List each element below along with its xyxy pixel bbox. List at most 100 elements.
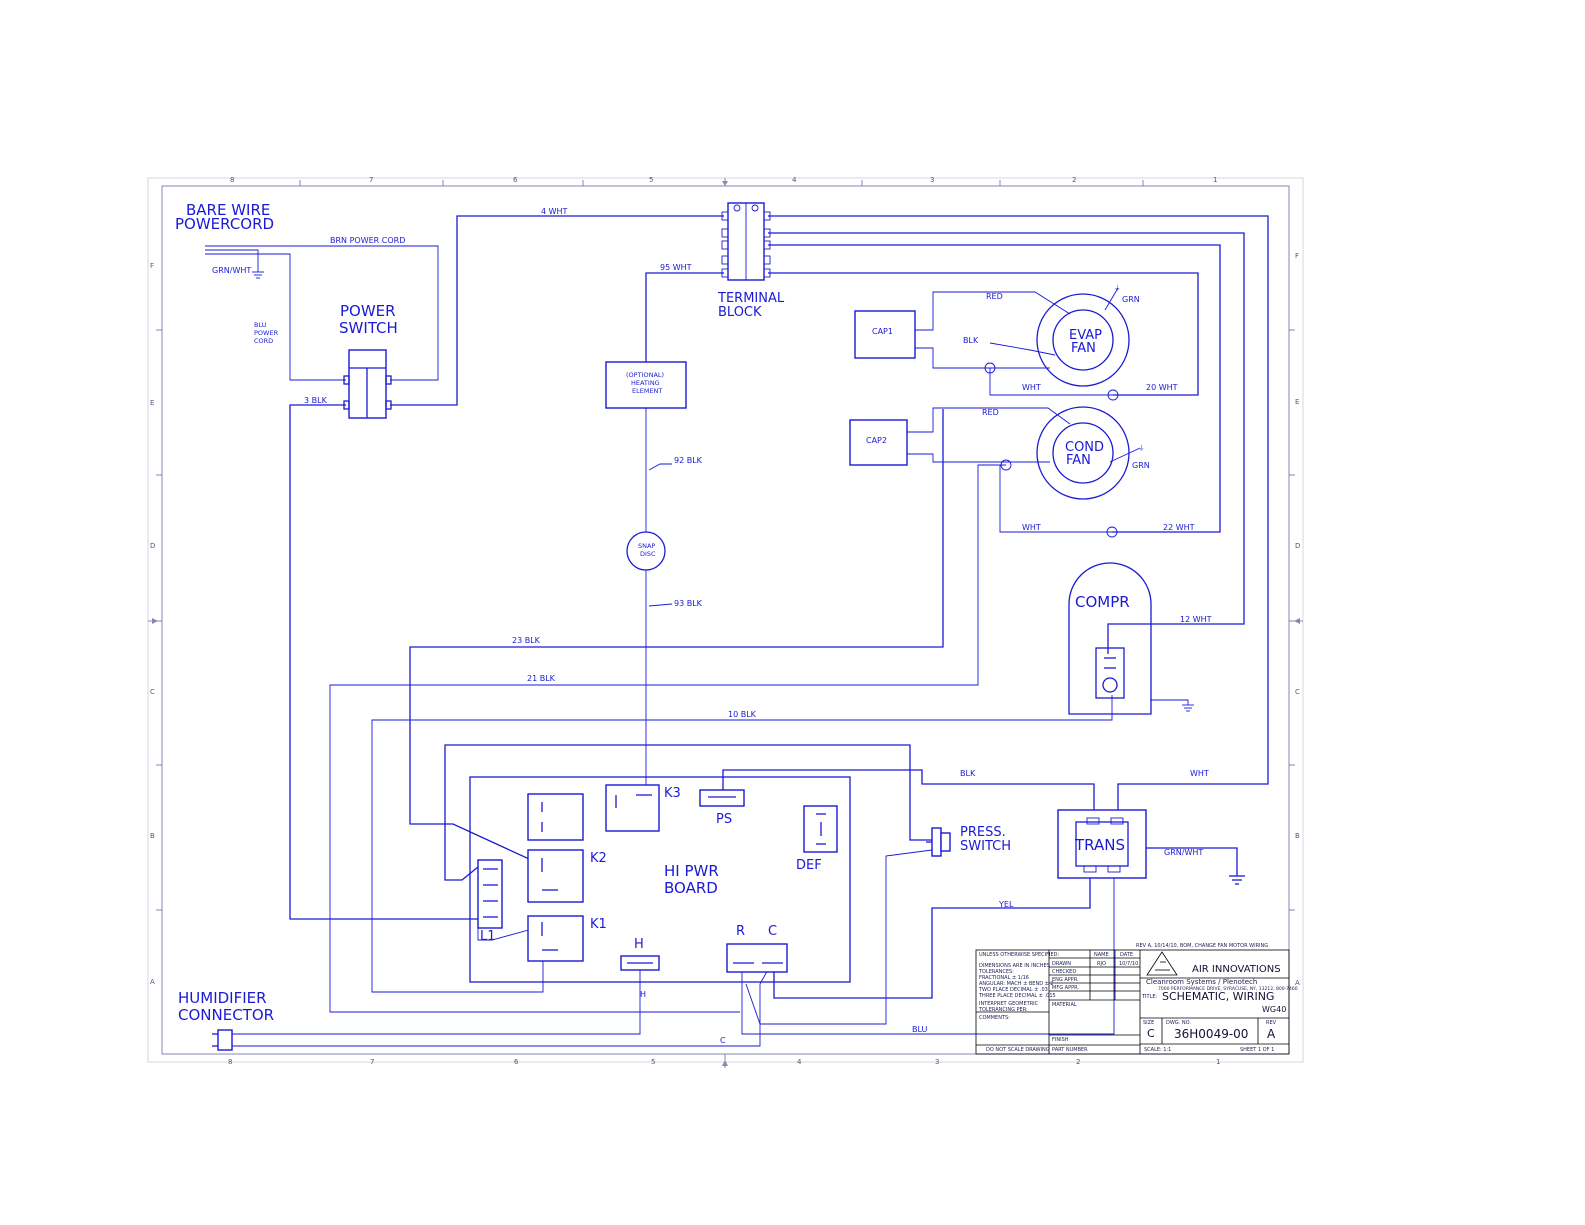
label-r: R <box>736 924 745 939</box>
wire-yel <box>773 878 1091 999</box>
zone-bot-2: 2 <box>1076 1058 1080 1066</box>
tb-finish: FINISH <box>1052 1037 1069 1043</box>
label-red-1: RED <box>986 292 1003 301</box>
zone-right-d: D <box>1295 542 1300 550</box>
tb-size: C <box>1147 1027 1155 1040</box>
wire-grn-wht-trans <box>1146 847 1238 876</box>
zone-top-3: 3 <box>930 176 934 184</box>
label-def: DEF <box>796 858 822 873</box>
tb-dims-4: ANGULAR: MACH ± BEND ± 2 <box>979 981 1054 987</box>
evap-fan-outer <box>1036 293 1130 387</box>
transformer <box>1057 809 1147 879</box>
wire-c <box>218 965 771 1047</box>
label-board: BOARD <box>664 879 718 897</box>
label-heat-1: (OPTIONAL) <box>626 371 664 379</box>
wire-compr-ground <box>1150 699 1189 705</box>
tb-title-lbl: TITLE: <box>1141 994 1158 1000</box>
evap-fan-assembly: ⏚ <box>854 284 1130 401</box>
wires <box>205 215 1269 1047</box>
label-power: POWER <box>340 302 396 320</box>
label-heat-2: HEATING <box>631 379 660 387</box>
label-20-wht: 20 WHT <box>1146 383 1178 392</box>
cap2-box <box>849 419 908 466</box>
tb-title-1: SCHEMATIC, WIRING <box>1162 990 1274 1003</box>
tb-name: NAME <box>1094 952 1109 958</box>
zone-top-6: 6 <box>513 176 518 184</box>
label-k2: K2 <box>590 851 607 866</box>
zone-bot-1: 1 <box>1216 1058 1220 1066</box>
tb-drawn-date: 10/7/10 <box>1119 961 1138 967</box>
tb-comments: COMMENTS: <box>979 1015 1010 1021</box>
label-22-wht: 22 WHT <box>1163 523 1195 532</box>
label-blk-trans: BLK <box>960 769 976 778</box>
label-grn-wht-trans: GRN/WHT <box>1164 848 1203 857</box>
splice-cond-1 <box>1000 459 1012 471</box>
tb-eng-appr: ENG APPR. <box>1052 977 1079 983</box>
label-3-blk: 3 BLK <box>304 396 328 405</box>
label-cap2: CAP2 <box>866 436 887 445</box>
label-k1: K1 <box>590 917 607 932</box>
tb-dims-6: THREE PLACE DECIMAL ± .015 <box>978 993 1056 999</box>
label-h-bot: H <box>640 990 646 999</box>
label-wht-2: WHT <box>1022 523 1041 532</box>
snap-disc-circle <box>626 531 666 571</box>
label-red-2: RED <box>982 408 999 417</box>
label-terminal: TERMINAL <box>717 291 785 306</box>
zone-top-8: 8 <box>230 176 234 184</box>
wire-23-blk <box>409 409 944 865</box>
label-wht-1: WHT <box>1022 383 1041 392</box>
rc-connector <box>726 943 788 973</box>
label-23-blk: 23 BLK <box>512 636 541 645</box>
zone-top-7: 7 <box>369 176 373 184</box>
tb-date: DATE <box>1120 952 1133 958</box>
label-snap-1: SNAP <box>638 542 655 550</box>
zone-left-d: D <box>150 542 155 550</box>
splice-evap-1 <box>984 362 996 374</box>
zone-left-c: C <box>150 688 155 696</box>
cap1-box <box>854 310 916 359</box>
zone-bot-7: 7 <box>370 1058 374 1066</box>
heating-element-box <box>605 361 687 409</box>
label-blu: BLU <box>912 1025 928 1034</box>
wire-brn-power-cord <box>205 245 439 381</box>
zone-left-b: B <box>150 832 155 840</box>
wire-evap-blk <box>989 342 1056 356</box>
splice-evap-2 <box>1107 389 1119 401</box>
label-press-1: PRESS. <box>960 825 1006 840</box>
compressor <box>1068 562 1152 715</box>
tb-dims-2: TOLERANCES: <box>978 969 1014 975</box>
tb-drawn: DRAWN <box>1052 961 1071 967</box>
label-95-wht: 95 WHT <box>660 263 692 272</box>
zone-bot-6: 6 <box>514 1058 519 1066</box>
label-humidifier: HUMIDIFIER <box>178 989 267 1007</box>
tb-dims-5: TWO PLACE DECIMAL ± .03 <box>978 987 1048 993</box>
wire-4-wht <box>390 215 724 406</box>
tb-title-2: WG40 <box>1262 1005 1286 1014</box>
tb-part-number: PART NUMBER <box>1052 1047 1088 1053</box>
tb-rev-note: REV A, 10/14/10, BOM, CHANGE FAN MOTOR W… <box>1136 943 1268 949</box>
zone-top-5: 5 <box>649 176 653 184</box>
relay-k2 <box>527 849 584 903</box>
leader-93-blk <box>648 603 673 607</box>
cond-fan-assembly: ⏚ <box>849 406 1145 538</box>
ps-connector <box>699 789 745 807</box>
wire-3-blk <box>289 404 478 920</box>
splice-cond-2 <box>1106 526 1118 538</box>
ground-mark-evap: ⏚ <box>1114 284 1121 292</box>
diagram-labels: BARE WIRE POWERCORD BRN POWER CORD GRN/W… <box>175 201 1212 1045</box>
hi-pwr-board-outline <box>469 776 851 983</box>
wire-grn-wht-cord <box>205 249 259 272</box>
label-powercord: POWERCORD <box>175 215 274 233</box>
wire-tb-to-22wht <box>768 244 1221 533</box>
leader-92-blk <box>648 463 672 471</box>
wire-tb-to-12wht <box>768 232 1245 654</box>
cond-fan-inner <box>1052 422 1114 484</box>
tb-checked: CHECKED <box>1052 969 1076 975</box>
label-hi-pwr: HI PWR <box>664 862 719 880</box>
zone-right-b: B <box>1295 832 1300 840</box>
tb-size-lbl: SIZE <box>1143 1020 1154 1026</box>
wire-k1-l1 <box>477 919 537 941</box>
pressure-switch <box>926 827 951 857</box>
label-heat-3: ELEMENT <box>632 387 662 395</box>
